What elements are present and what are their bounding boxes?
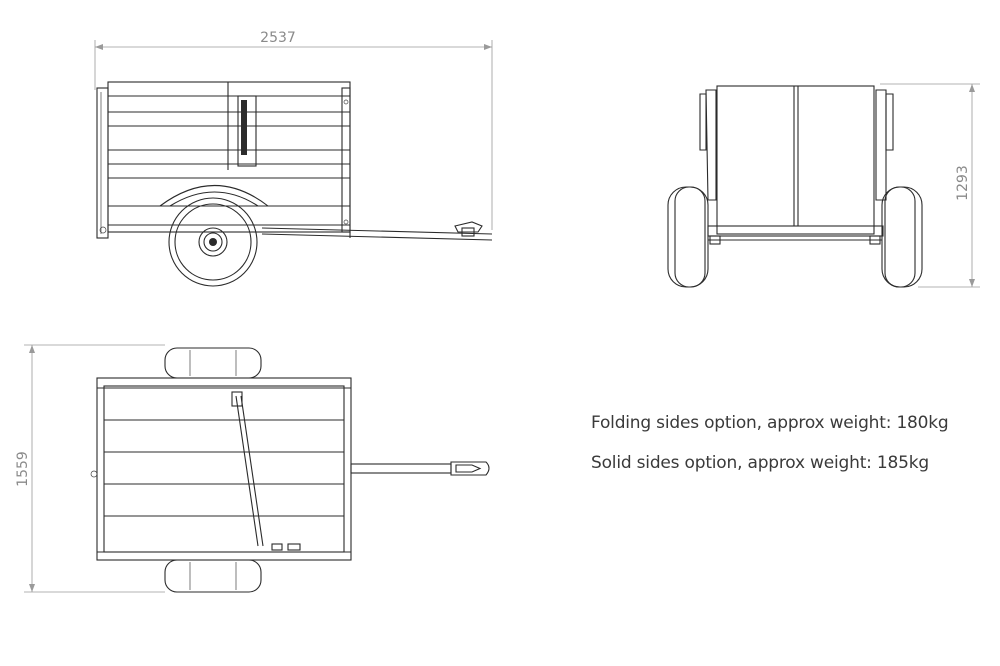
folding-sides-note: Folding sides option, approx weight: 180…: [591, 413, 949, 433]
length-dimension: 2537: [94, 30, 493, 230]
solid-sides-note: Solid sides option, approx weight: 185kg: [591, 453, 929, 473]
height-label: 1293: [955, 165, 971, 201]
top-view: 1559: [15, 344, 490, 593]
side-view: 2537: [94, 30, 493, 287]
height-dimension: 1293: [880, 83, 980, 288]
width-label: 1559: [15, 451, 31, 487]
rear-view: 1293: [667, 83, 980, 288]
length-label: 2537: [260, 30, 296, 46]
width-dimension: 1559: [15, 344, 165, 593]
